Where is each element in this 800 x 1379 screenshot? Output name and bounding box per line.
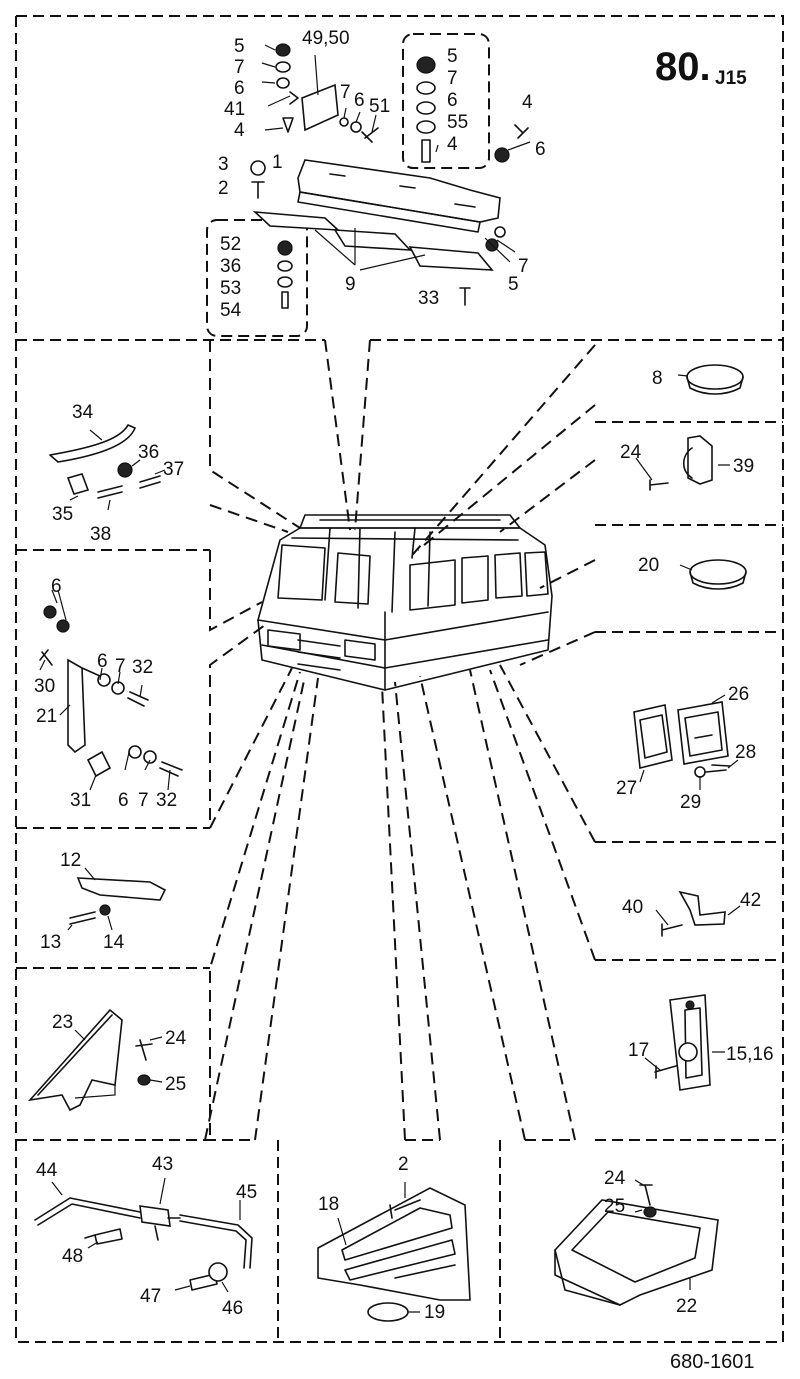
part-label: 4 xyxy=(234,120,245,141)
header-block: 80. J15 xyxy=(655,45,747,89)
part-label: 45 xyxy=(236,1182,257,1203)
part-label: 49,50 xyxy=(302,28,350,49)
part-label: 37 xyxy=(163,459,184,480)
part-label: 6 xyxy=(447,90,458,111)
part-label: 51 xyxy=(369,96,390,117)
section-frames xyxy=(15,15,784,1343)
part-label: 54 xyxy=(220,300,242,321)
part-label: 5 xyxy=(234,36,245,57)
part-label: 15,16 xyxy=(726,1044,774,1065)
bracket-12 xyxy=(67,867,167,931)
part-label: 18 xyxy=(318,1194,339,1215)
part-label: 1 xyxy=(272,152,283,173)
part-label: 6 xyxy=(97,651,108,672)
part-label: 25 xyxy=(165,1074,186,1095)
part-label: 47 xyxy=(140,1286,161,1307)
hook-39 xyxy=(635,435,730,491)
hinge-15-16 xyxy=(644,994,725,1091)
part-label: 5 xyxy=(447,46,458,67)
part-label: 7 xyxy=(447,68,458,89)
part-label: 30 xyxy=(34,676,55,697)
part-label: 52 xyxy=(220,234,241,255)
part-label: 2 xyxy=(218,178,229,199)
part-label: 31 xyxy=(70,790,91,811)
part-label: 32 xyxy=(156,790,177,811)
tube-assembly-43 xyxy=(34,1177,253,1293)
part-label: 9 xyxy=(345,274,356,295)
part-label: 44 xyxy=(36,1160,58,1181)
striker-42 xyxy=(655,890,741,937)
drawing-number: 680-1601 xyxy=(670,1351,755,1373)
part-label: 53 xyxy=(220,278,241,299)
part-label: 36 xyxy=(138,442,159,463)
strap-assembly-21 xyxy=(39,589,183,791)
part-label: 40 xyxy=(622,897,643,918)
part-labels-right: 8 24 39 20 26 27 28 29 40 42 17 15,16 xyxy=(616,368,774,1065)
part-label: 6 xyxy=(118,790,129,811)
part-label: 13 xyxy=(40,932,61,953)
part-label: 36 xyxy=(220,256,241,277)
part-label: 7 xyxy=(115,656,126,677)
part-label: 23 xyxy=(52,1012,73,1033)
part-label: 6 xyxy=(354,90,365,111)
part-label: 3 xyxy=(218,154,229,175)
roof-panel-assembly xyxy=(250,43,531,309)
part-label: 29 xyxy=(680,792,701,813)
plug-8 xyxy=(677,364,744,395)
part-label: 12 xyxy=(60,850,81,871)
part-label: 32 xyxy=(132,657,153,678)
part-label: 27 xyxy=(616,778,637,799)
part-label: 25 xyxy=(604,1196,625,1217)
part-label: 7 xyxy=(234,57,245,78)
part-label: 55 xyxy=(447,112,468,133)
part-label: 24 xyxy=(620,442,642,463)
leader-rays xyxy=(204,339,596,1141)
part-label: 42 xyxy=(740,890,761,911)
part-label: 41 xyxy=(224,99,245,120)
part-label: 46 xyxy=(222,1298,243,1319)
part-label: 38 xyxy=(90,524,111,545)
part-label: 8 xyxy=(652,368,663,389)
group-suffix: J15 xyxy=(715,68,747,89)
group-code: 80. xyxy=(655,45,711,89)
plug-20 xyxy=(679,559,747,590)
part-label: 6 xyxy=(51,576,62,597)
part-label: 26 xyxy=(728,684,749,705)
part-label: 19 xyxy=(424,1302,445,1323)
part-label: 5 xyxy=(508,274,519,295)
part-labels-left: 34 36 37 35 38 6 6 7 32 30 21 31 6 7 32 … xyxy=(34,402,187,1095)
part-label: 24 xyxy=(165,1028,187,1049)
cover-23 xyxy=(27,1008,163,1112)
tray-22 xyxy=(554,1179,719,1306)
part-label: 4 xyxy=(447,134,458,155)
part-label: 4 xyxy=(522,92,533,113)
part-label: 2 xyxy=(398,1154,409,1175)
brace-assembly-34 xyxy=(49,424,166,511)
part-label: 24 xyxy=(604,1168,626,1189)
part-label: 21 xyxy=(36,706,57,727)
part-label: 7 xyxy=(340,82,351,103)
part-labels-top: 5 7 6 41 4 49,50 7 6 51 5 7 6 55 4 4 6 3… xyxy=(218,28,546,321)
latch-plates-26-27 xyxy=(633,694,739,790)
part-label: 34 xyxy=(72,402,94,423)
part-label: 43 xyxy=(152,1154,173,1175)
part-label: 33 xyxy=(418,288,439,309)
part-label: 22 xyxy=(676,1296,697,1317)
part-label: 35 xyxy=(52,504,73,525)
part-label: 7 xyxy=(518,256,529,277)
part-label: 20 xyxy=(638,555,659,576)
part-label: 39 xyxy=(733,456,754,477)
cab-body xyxy=(257,514,553,691)
part-label: 14 xyxy=(103,932,125,953)
part-label: 6 xyxy=(535,139,546,160)
grille-18 xyxy=(317,1182,471,1322)
part-label: 7 xyxy=(138,790,149,811)
bolt-icon xyxy=(250,43,529,309)
part-label: 6 xyxy=(234,78,245,99)
part-label: 17 xyxy=(628,1040,649,1061)
part-labels-bottom: 44 43 45 48 47 46 2 18 19 24 25 22 xyxy=(36,1154,697,1323)
part-label: 48 xyxy=(62,1246,83,1267)
part-label: 28 xyxy=(735,742,756,763)
